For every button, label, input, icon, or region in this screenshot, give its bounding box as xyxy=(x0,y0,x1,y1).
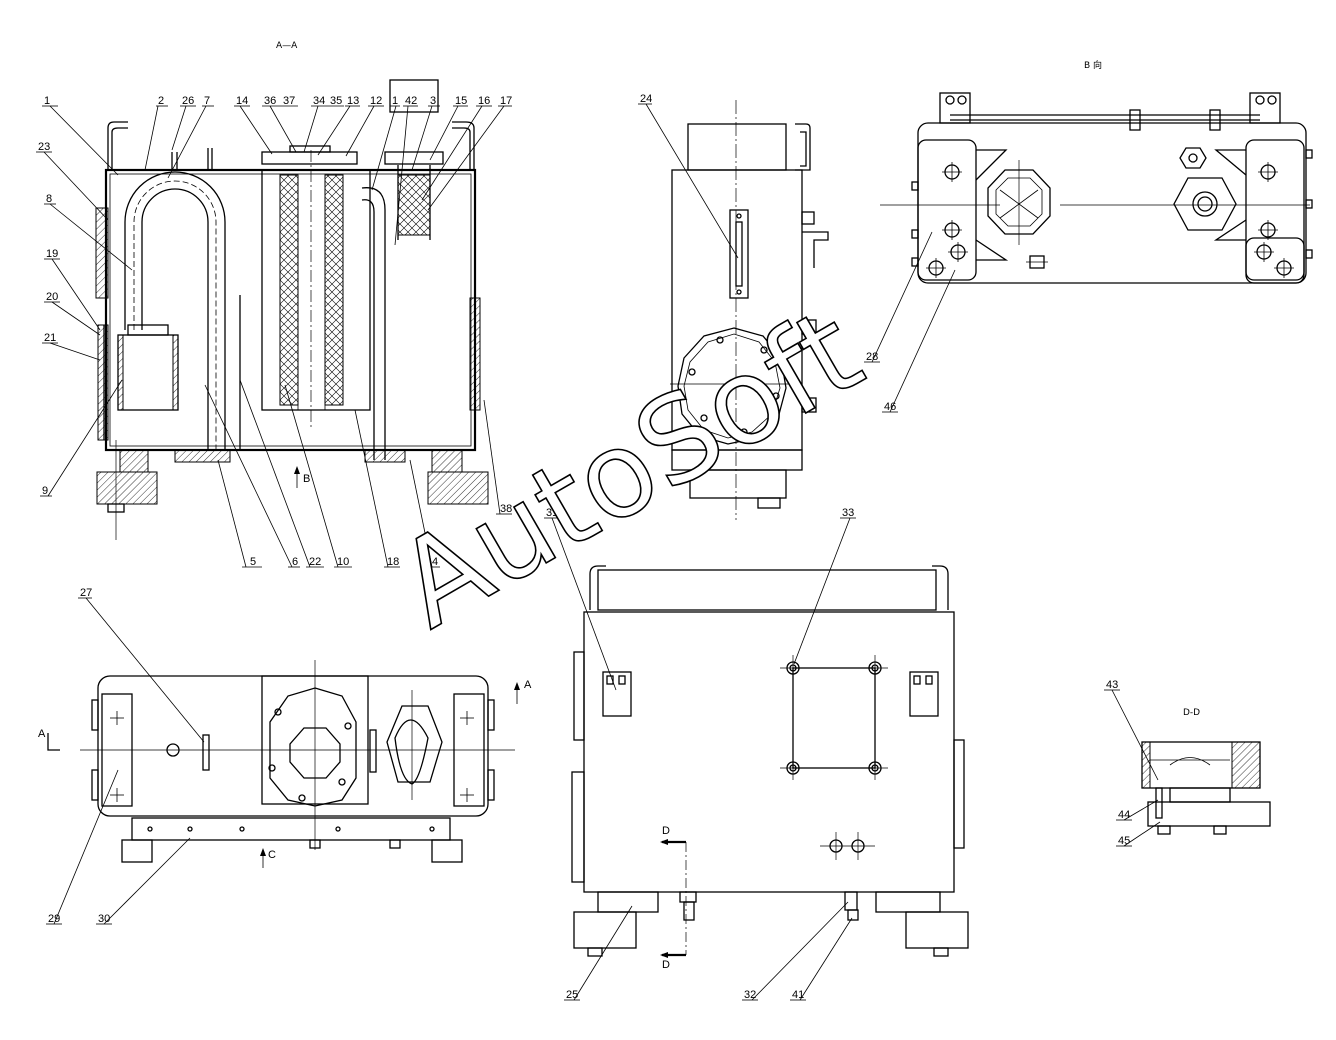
part-label: 1 xyxy=(392,95,398,107)
part-label: 8 xyxy=(46,193,52,205)
part-label: 26 xyxy=(182,95,194,107)
part-label: 20 xyxy=(46,291,58,303)
part-label: 16 xyxy=(478,95,490,107)
part-label: 10 xyxy=(337,556,349,568)
section-dd-title: D-D xyxy=(1183,708,1200,718)
part-label: 4 xyxy=(432,556,438,568)
view-marker-d-top: D xyxy=(662,825,670,837)
part-label: 23 xyxy=(38,141,50,153)
detail-dd: 43 44 45 xyxy=(1104,679,1271,847)
part-label: 14 xyxy=(236,95,248,107)
view-marker-a-right: A xyxy=(524,679,532,691)
part-label: 12 xyxy=(370,95,382,107)
part-label: 33 xyxy=(842,507,854,519)
part-label: 31 xyxy=(546,507,558,519)
part-label: 18 xyxy=(387,556,399,568)
part-label: 3 xyxy=(430,95,436,107)
part-label: 36 xyxy=(264,95,276,107)
part-label: 7 xyxy=(204,95,210,107)
side-view: 24 xyxy=(638,93,829,520)
part-label: 30 xyxy=(98,913,110,925)
part-label: 37 xyxy=(283,95,295,107)
section-aa-view: B 1 2 26 7 14 36 37 34 35 13 12 1 42 xyxy=(36,79,512,568)
part-label: 1 xyxy=(44,95,50,107)
part-label: 44 xyxy=(1118,809,1130,821)
section-aa-title: A—A xyxy=(276,41,298,51)
part-label: 15 xyxy=(455,95,467,107)
part-label: 32 xyxy=(744,989,756,1001)
part-label: 25 xyxy=(566,989,578,1001)
part-label: 21 xyxy=(44,332,56,344)
part-label: 9 xyxy=(42,485,48,497)
view-b-title: B 向 xyxy=(1084,59,1102,71)
part-label: 46 xyxy=(884,401,896,413)
part-label: 43 xyxy=(1106,679,1118,691)
part-label: 2 xyxy=(158,95,164,107)
view-b: 28 46 xyxy=(864,92,1313,413)
part-label: 38 xyxy=(500,503,512,515)
part-label: 13 xyxy=(347,95,359,107)
aa-top-labels: 1 2 26 7 14 36 37 34 35 13 12 1 42 3 xyxy=(42,95,512,246)
part-label: 27 xyxy=(80,587,92,599)
part-label: 34 xyxy=(313,95,325,107)
view-marker-d-bottom: D xyxy=(662,959,670,971)
aa-left-labels: 23 8 19 20 21 9 xyxy=(36,141,133,497)
part-label: 45 xyxy=(1118,835,1130,847)
plan-view: A A C 27 29 30 xyxy=(38,587,532,925)
front-view: D D 31 33 25 32 41 xyxy=(544,507,969,1001)
view-marker-c: C xyxy=(268,849,276,861)
part-label: 41 xyxy=(792,989,804,1001)
view-marker-b: B xyxy=(303,473,310,485)
part-label: 35 xyxy=(330,95,342,107)
part-label: 28 xyxy=(866,351,878,363)
part-label: 22 xyxy=(309,556,321,568)
view-marker-a-left: A xyxy=(38,728,46,740)
part-label: 19 xyxy=(46,248,58,260)
part-label: 5 xyxy=(250,556,256,568)
part-label: 24 xyxy=(640,93,652,105)
part-label: 17 xyxy=(500,95,512,107)
part-label: 6 xyxy=(292,556,298,568)
part-label: 42 xyxy=(405,95,417,107)
aa-bottom-labels: 5 6 22 10 18 4 xyxy=(204,379,440,568)
